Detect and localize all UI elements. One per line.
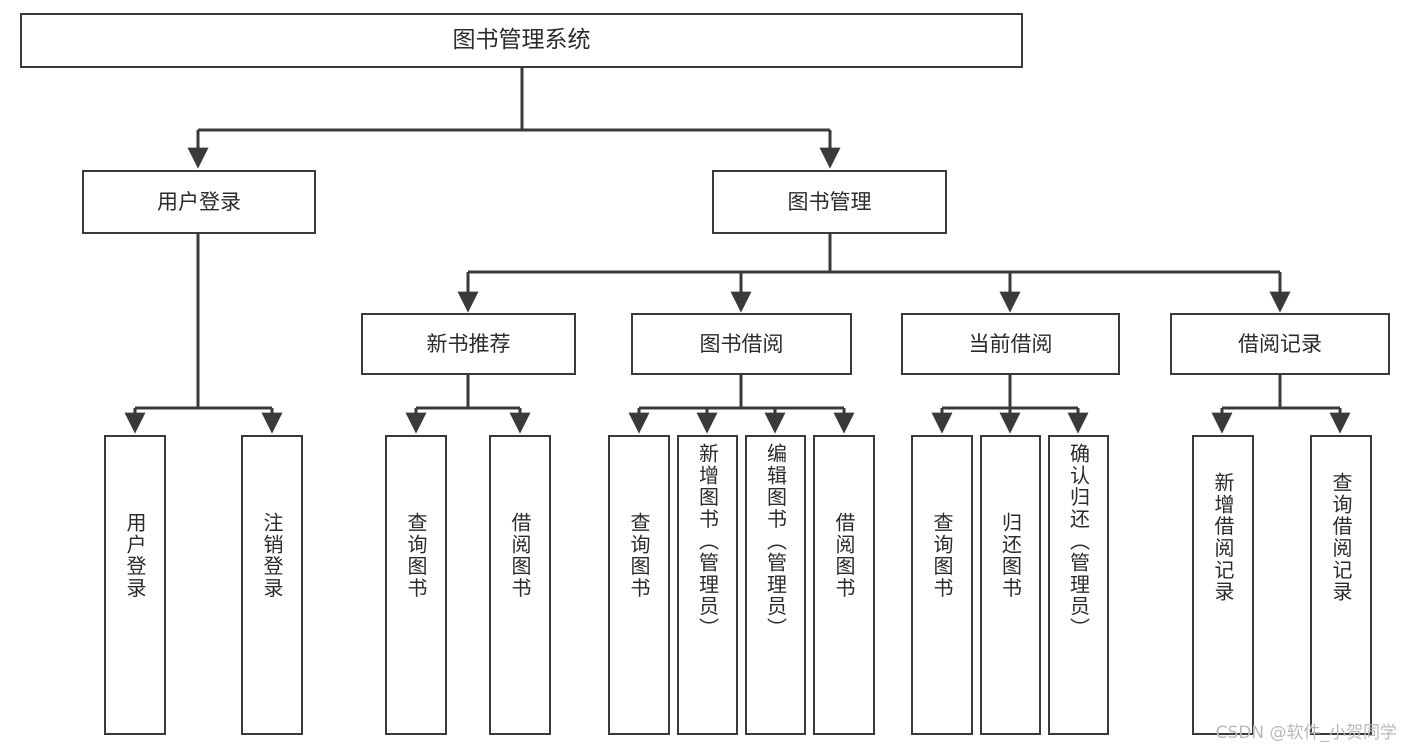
leaf-confirm-return-admin[interactable]: 确认归还（管理员） bbox=[1048, 435, 1109, 735]
node-borrow-record[interactable]: 借阅记录 bbox=[1170, 313, 1390, 375]
leaf-borrow-book-1[interactable]: 借阅图书 bbox=[489, 435, 551, 735]
node-user-login[interactable]: 用户登录 bbox=[82, 170, 316, 234]
leaf-add-borrow-record[interactable]: 新增借阅记录 bbox=[1192, 435, 1254, 735]
node-label: 查询图书 bbox=[404, 512, 428, 600]
leaf-add-book-admin[interactable]: 新增图书（管理员） bbox=[677, 435, 738, 735]
leaf-user-login[interactable]: 用户登录 bbox=[104, 435, 166, 735]
leaf-query-book-1[interactable]: 查询图书 bbox=[385, 435, 447, 735]
node-label: 用户登录 bbox=[123, 512, 147, 600]
leaf-borrow-book-2[interactable]: 借阅图书 bbox=[813, 435, 875, 735]
node-label: 查询图书 bbox=[930, 512, 954, 600]
node-label: 借阅记录 bbox=[1238, 331, 1322, 356]
node-label: 编辑图书（管理员） bbox=[763, 443, 788, 640]
node-book-manage[interactable]: 图书管理 bbox=[712, 170, 947, 234]
node-label: 当前借阅 bbox=[968, 331, 1053, 356]
csdn-watermark: CSDN @软件_小贺同学 bbox=[1215, 723, 1397, 743]
node-label: 借阅图书 bbox=[832, 512, 856, 600]
node-label: 图书管理 bbox=[787, 189, 872, 214]
leaf-return-book[interactable]: 归还图书 bbox=[980, 435, 1041, 735]
node-root-system[interactable]: 图书管理系统 bbox=[20, 13, 1023, 68]
node-label: 新书推荐 bbox=[426, 331, 511, 356]
node-current-borrow[interactable]: 当前借阅 bbox=[901, 313, 1120, 375]
node-book-borrow[interactable]: 图书借阅 bbox=[631, 313, 852, 375]
node-label: 注销登录 bbox=[260, 512, 284, 600]
leaf-query-borrow-record[interactable]: 查询借阅记录 bbox=[1310, 435, 1372, 735]
node-label: 新增图书（管理员） bbox=[695, 443, 720, 640]
leaf-query-book-3[interactable]: 查询图书 bbox=[911, 435, 973, 735]
node-label: 图书管理系统 bbox=[452, 27, 591, 54]
node-new-book-recommend[interactable]: 新书推荐 bbox=[361, 313, 576, 375]
node-label: 确认归还（管理员） bbox=[1066, 443, 1091, 640]
node-label: 新增借阅记录 bbox=[1211, 472, 1235, 603]
node-label: 归还图书 bbox=[998, 512, 1023, 600]
leaf-query-book-2[interactable]: 查询图书 bbox=[608, 435, 670, 735]
node-label: 用户登录 bbox=[157, 189, 241, 214]
leaf-logout-login[interactable]: 注销登录 bbox=[241, 435, 303, 735]
node-label: 借阅图书 bbox=[508, 512, 532, 600]
leaf-edit-book-admin[interactable]: 编辑图书（管理员） bbox=[745, 435, 806, 735]
node-label: 查询借阅记录 bbox=[1329, 472, 1353, 603]
node-label: 查询图书 bbox=[627, 512, 651, 600]
node-label: 图书借阅 bbox=[699, 331, 784, 356]
